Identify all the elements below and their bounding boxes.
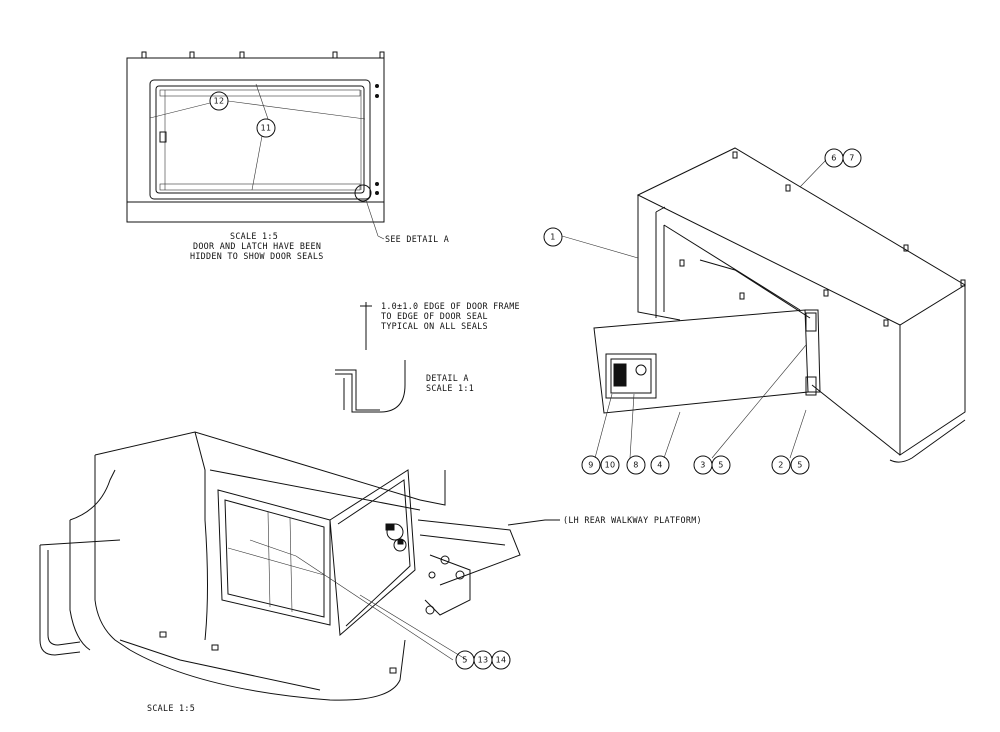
detail-a-dim-line3: TYPICAL ON ALL SEALS [381, 321, 488, 331]
svg-text:5: 5 [718, 461, 723, 470]
svg-text:5: 5 [462, 656, 467, 665]
detail-a-dim-line1: 1.0±1.0 EDGE OF DOOR FRAME [381, 301, 520, 311]
svg-text:4: 4 [657, 461, 662, 470]
balloon-6-7: 6 7 [824, 148, 862, 168]
detail-a-scale: SCALE 1:1 [426, 383, 474, 393]
svg-text:1: 1 [550, 233, 555, 242]
balloon-8: 8 [626, 455, 646, 475]
svg-text:9: 9 [588, 461, 593, 470]
top-view-studs [141, 51, 385, 59]
detail-a: 1.0±1.0 EDGE OF DOOR FRAME TO EDGE OF DO… [335, 301, 520, 413]
balloon-3-5: 3 5 [693, 455, 731, 475]
top-view-scale: SCALE 1:5 [230, 231, 278, 241]
installed-view-scale: SCALE 1:5 [147, 703, 195, 713]
detail-a-dim-line2: TO EDGE OF DOOR SEAL [381, 311, 488, 321]
see-detail-a-callout: SEE DETAIL A [385, 234, 449, 244]
installed-view: (LH REAR WALKWAY PLATFORM) SCALE 1:5 5 1… [39, 431, 702, 713]
top-view-note-line1: DOOR AND LATCH HAVE BEEN [193, 241, 321, 251]
isometric-box-view: 1 6 7 9 10 8 4 3 5 2 [543, 147, 966, 475]
svg-text:5: 5 [797, 461, 802, 470]
balloon-12: 12 [209, 91, 229, 111]
box-studs [679, 151, 966, 327]
svg-text:14: 14 [496, 656, 507, 665]
balloon-2-5: 2 5 [771, 455, 810, 475]
svg-text:7: 7 [849, 154, 854, 163]
svg-text:8: 8 [633, 461, 638, 470]
balloon-1: 1 [543, 227, 563, 247]
svg-text:11: 11 [261, 124, 272, 133]
top-view-note-line2: HIDDEN TO SHOW DOOR SEALS [190, 251, 324, 261]
top-view: SCALE 1:5 DOOR AND LATCH HAVE BEEN HIDDE… [126, 51, 449, 261]
svg-text:13: 13 [478, 656, 489, 665]
svg-text:3: 3 [700, 461, 705, 470]
balloon-4: 4 [650, 455, 670, 475]
svg-text:2: 2 [778, 461, 783, 470]
platform-label: (LH REAR WALKWAY PLATFORM) [563, 515, 702, 525]
balloon-9-10: 9 10 [581, 455, 620, 475]
svg-text:12: 12 [214, 97, 225, 106]
balloon-11: 11 [256, 118, 276, 138]
svg-text:6: 6 [831, 154, 836, 163]
balloon-5-13-14: 5 13 14 [455, 650, 511, 670]
svg-text:10: 10 [605, 461, 616, 470]
detail-a-title: DETAIL A [426, 373, 469, 383]
